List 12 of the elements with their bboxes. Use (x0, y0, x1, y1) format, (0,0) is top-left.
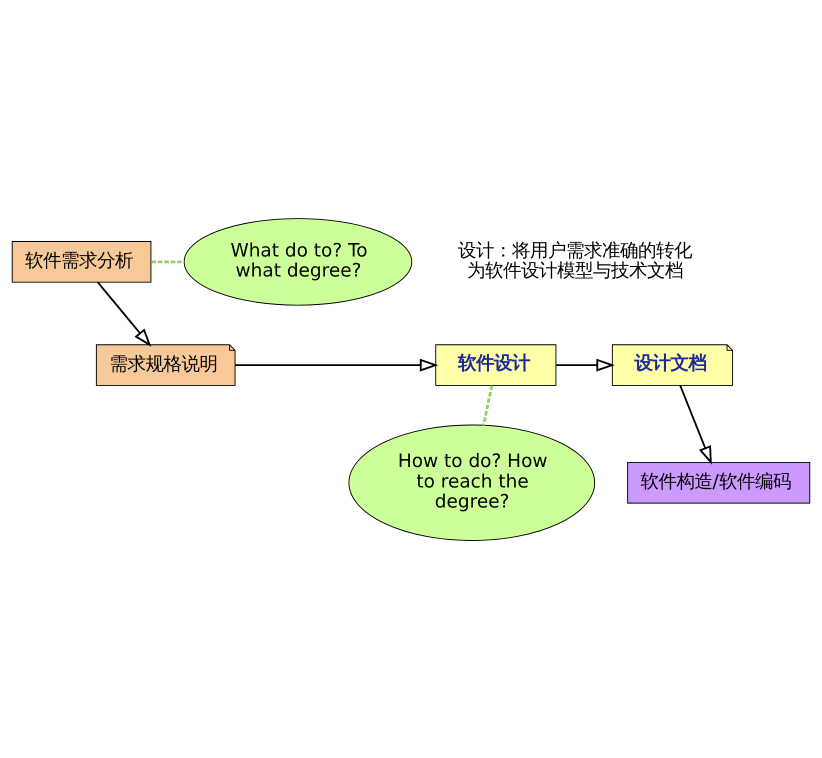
connector (151, 260, 184, 263)
arrow (97, 281, 152, 346)
arrow (679, 384, 712, 464)
node-box: 软件构造/软件编码 (627, 461, 810, 504)
arrow (235, 358, 438, 372)
node-box: 软件需求分析 (12, 240, 152, 282)
connector (482, 384, 494, 426)
arrow (556, 358, 615, 372)
label: 设计：将用户需求准确的转化为软件设计模型与技术文档 (458, 240, 692, 282)
node-ellipse: How to do? How to reach the degree? (348, 424, 596, 540)
node-ellipse: What do to? To what degree? (184, 218, 412, 306)
node-box: 软件设计 (435, 344, 556, 386)
